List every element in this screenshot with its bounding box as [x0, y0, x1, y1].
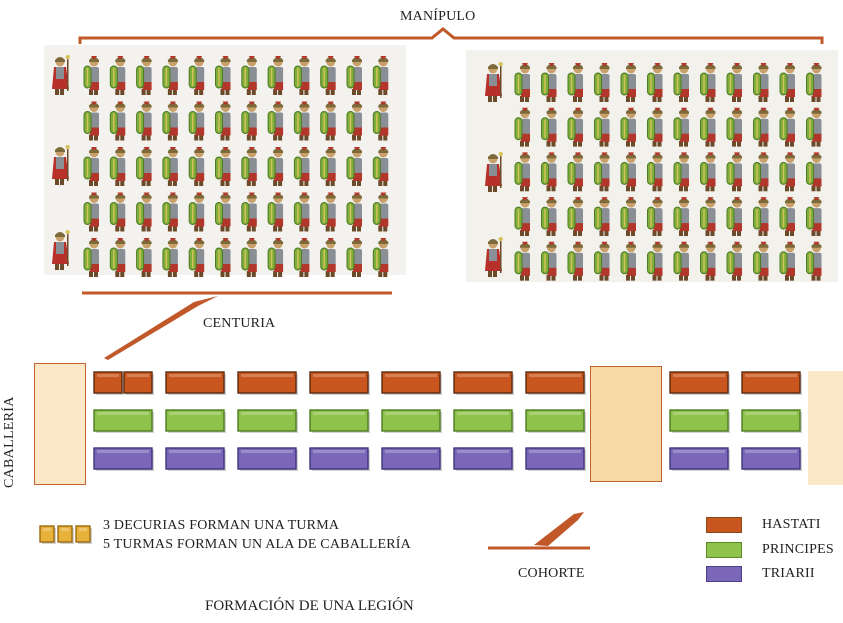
hastati-unit	[93, 371, 124, 395]
centuria-wedge	[104, 296, 218, 360]
legend-label-triarii: TRIARII	[762, 566, 815, 581]
triarii-unit	[381, 447, 442, 471]
principes-unit	[165, 409, 226, 433]
principes-unit	[381, 409, 442, 433]
principes-unit	[741, 409, 802, 433]
decuria-icon	[39, 525, 56, 544]
manipulo-label: MANÍPULO	[400, 9, 476, 24]
legend-label-principes: PRINCIPES	[762, 542, 834, 557]
principes-unit	[453, 409, 514, 433]
cohorte-wedge	[534, 512, 584, 546]
hastati-unit	[237, 371, 298, 395]
main-title: FORMACIÓN DE UNA LEGIÓN	[205, 598, 414, 614]
legend-label-hastati: HASTATI	[762, 517, 821, 532]
triarii-unit	[453, 447, 514, 471]
cavalry-wing-left	[34, 363, 86, 485]
hastati-unit	[525, 371, 586, 395]
legend-swatch-principes	[706, 542, 742, 558]
manipulo-bracket	[78, 27, 824, 44]
triarii-unit	[93, 447, 154, 471]
principes-unit	[309, 409, 370, 433]
principes-unit	[525, 409, 586, 433]
principes-unit	[93, 409, 154, 433]
hastati-unit	[123, 371, 154, 395]
cohort-highlight	[590, 366, 662, 482]
cavalry-wing-right	[808, 371, 843, 485]
caballeria-label: CABALLERÍA	[2, 396, 17, 488]
triarii-unit	[309, 447, 370, 471]
decuria-icon	[57, 525, 74, 544]
legend-swatch-hastati	[706, 517, 742, 533]
principes-unit	[237, 409, 298, 433]
manipulo-bracket-line	[78, 27, 824, 44]
centuria-pointer	[82, 291, 392, 360]
triarii-unit	[525, 447, 586, 471]
hastati-unit	[453, 371, 514, 395]
hastati-unit	[741, 371, 802, 395]
centuria-label: CENTURIA	[203, 316, 276, 331]
hastati-unit	[669, 371, 730, 395]
hastati-unit	[165, 371, 226, 395]
hastati-unit	[309, 371, 370, 395]
hastati-unit	[381, 371, 442, 395]
triarii-unit	[237, 447, 298, 471]
cavalry-note-line2: 5 TURMAS FORMAN UN ALA DE CABALLERÍA	[103, 537, 411, 552]
cohorte-label: COHORTE	[518, 566, 585, 581]
triarii-unit	[165, 447, 226, 471]
decuria-icon	[75, 525, 92, 544]
triarii-unit	[669, 447, 730, 471]
cohorte-pointer	[488, 512, 590, 550]
cavalry-note-line1: 3 DECURIAS FORMAN UNA TURMA	[103, 518, 340, 533]
legend-swatch-triarii	[706, 566, 742, 582]
triarii-unit	[741, 447, 802, 471]
principes-unit	[669, 409, 730, 433]
